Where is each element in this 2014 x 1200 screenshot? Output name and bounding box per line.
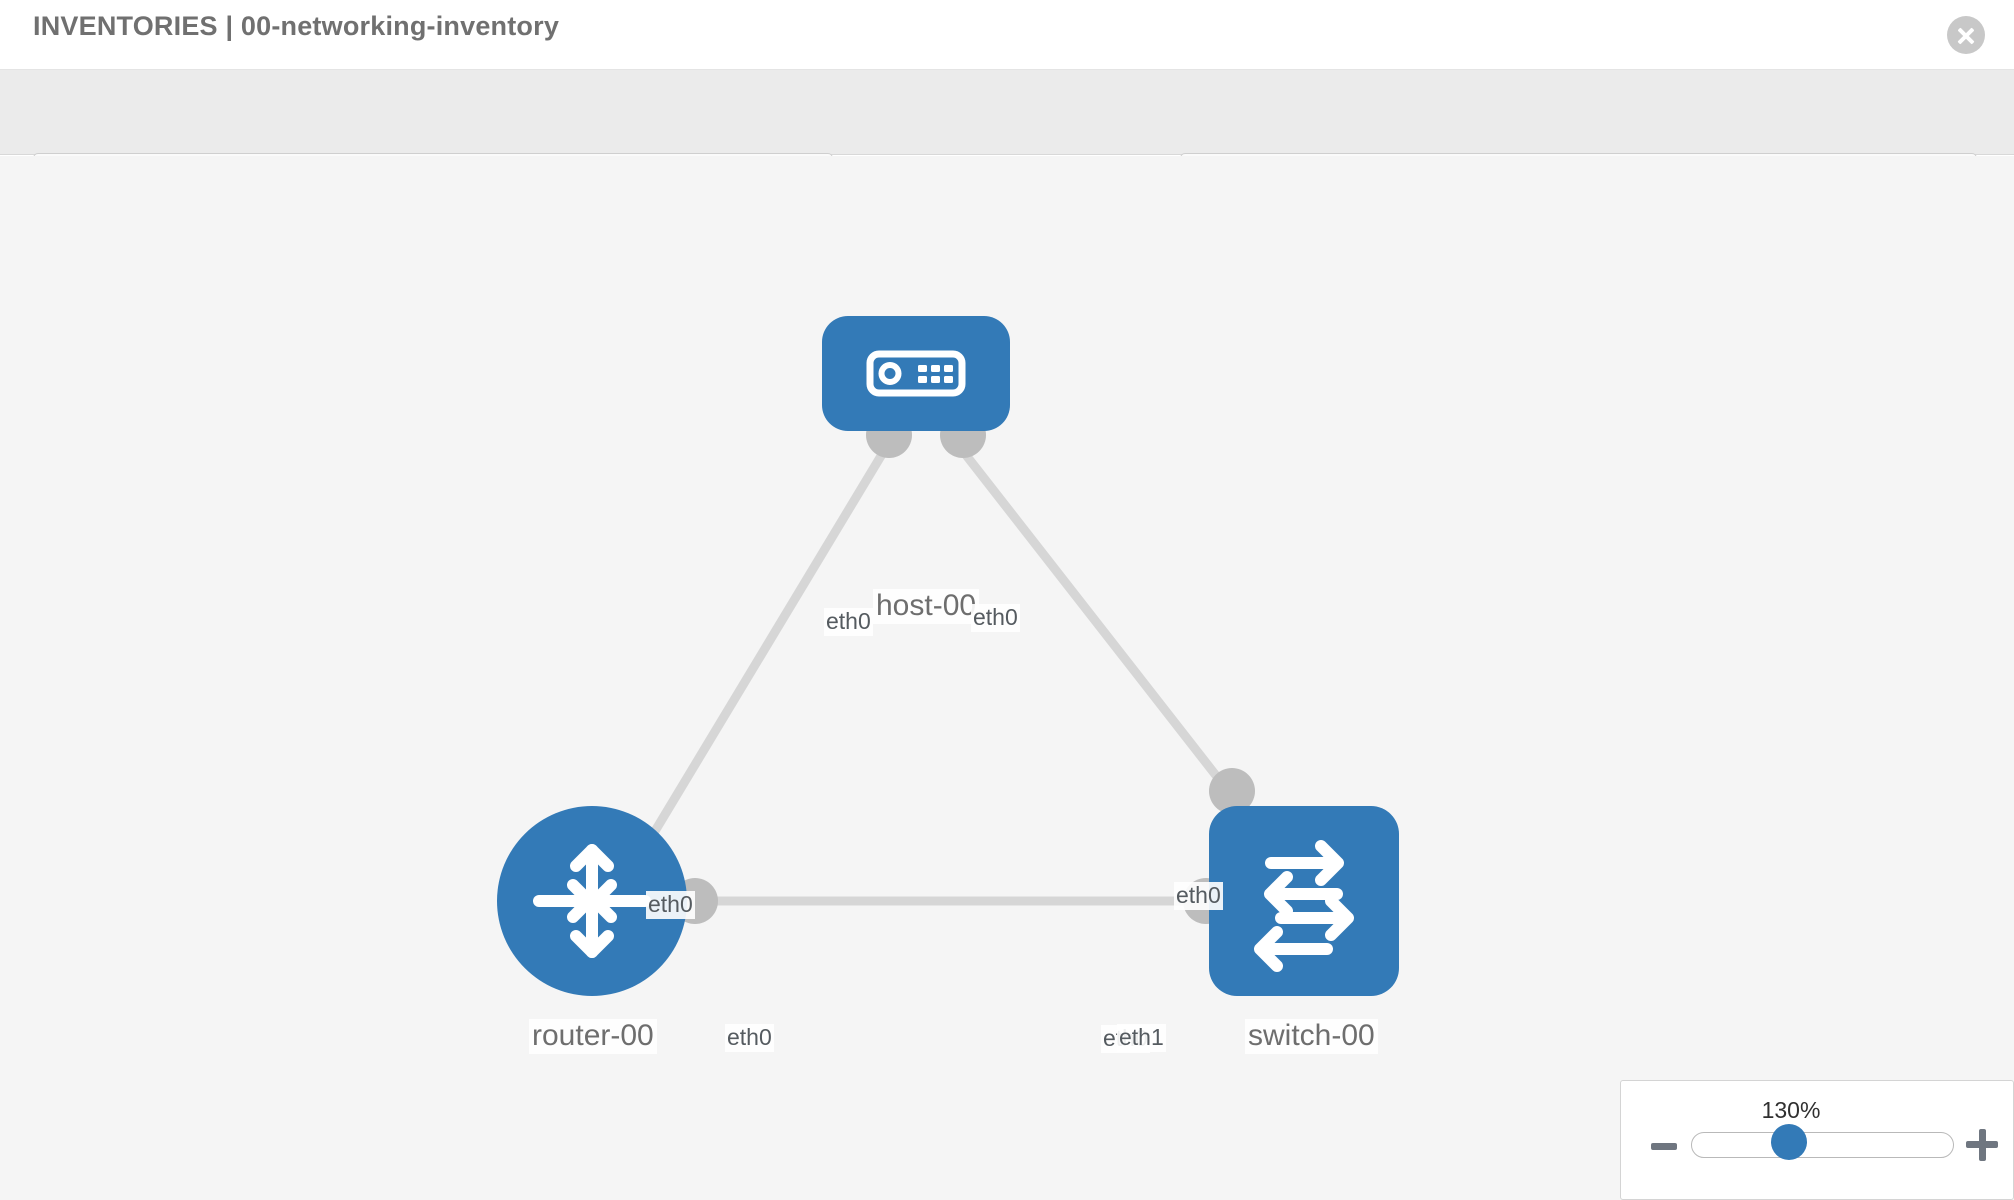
close-icon[interactable]: [1947, 16, 1985, 54]
server-icon: [866, 350, 966, 397]
zoom-level-label: 130%: [1761, 1097, 1821, 1123]
iface-label-switch-eth1: eth1: [1117, 1024, 1166, 1052]
node-host-00[interactable]: [822, 316, 1010, 431]
plus-icon[interactable]: [1966, 1129, 1998, 1161]
iface-label-router-uplink: eth0: [646, 891, 695, 919]
iface-label-router-eth0: eth0: [725, 1024, 774, 1052]
page-title: INVENTORIES | 00-networking-inventory: [33, 11, 560, 41]
zoom-slider-track[interactable]: [1691, 1132, 1954, 1158]
topology-links: [636, 438, 1236, 906]
router-arrows-icon: [533, 844, 651, 958]
iface-label-host-right: eth0: [971, 604, 1020, 632]
topology-canvas[interactable]: host-00 router-00 switch-00 eth0 eth0 et…: [0, 156, 2014, 1200]
link-router-host: [636, 438, 894, 859]
zoom-control-panel: 130%: [1620, 1080, 2014, 1200]
node-switch-00[interactable]: [1209, 806, 1399, 996]
iface-label-switch-uplink: eth0: [1174, 882, 1223, 910]
link-switch-host: [951, 438, 1236, 799]
page-header: INVENTORIES | 00-networking-inventory: [0, 0, 2014, 70]
iface-label-host-left: eth0: [824, 608, 873, 636]
node-label-host-00: host-00: [873, 589, 980, 624]
zoom-slider-thumb[interactable]: [1771, 1124, 1807, 1160]
node-label-switch-00: switch-00: [1245, 1019, 1378, 1054]
switch-arrows-icon: [1254, 840, 1354, 972]
toolbar: ACTIONS SEARCH: [0, 70, 2014, 203]
minus-icon[interactable]: [1651, 1133, 1677, 1159]
node-label-router-00: router-00: [529, 1019, 657, 1054]
